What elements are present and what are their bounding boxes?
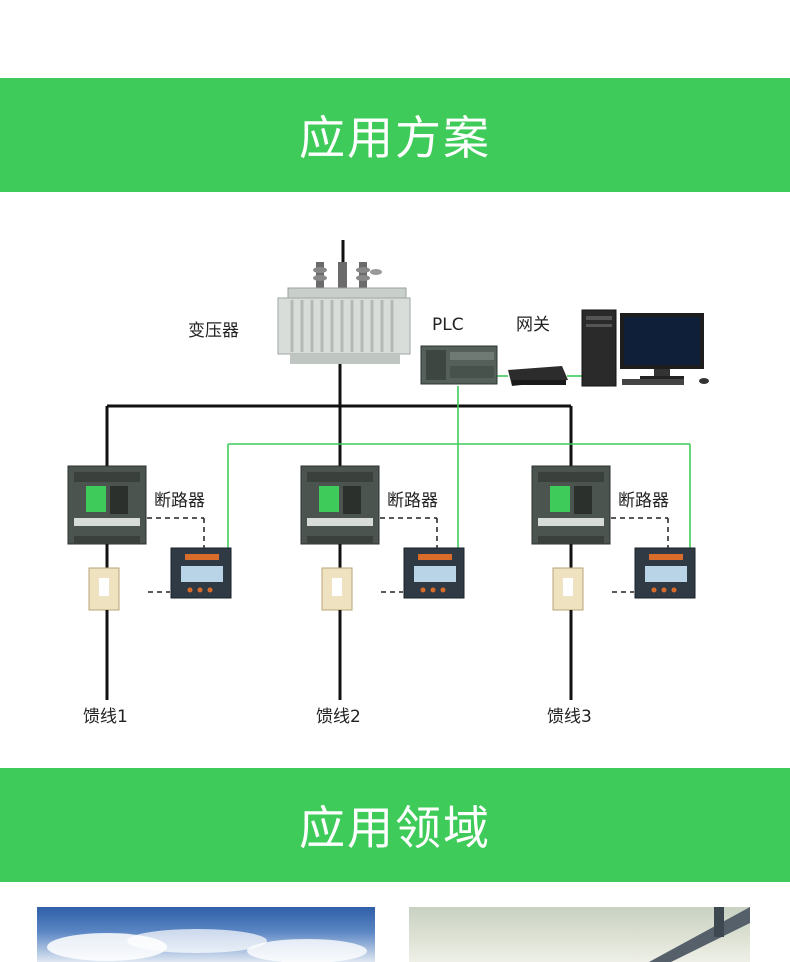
feeder-label: 馈线3	[547, 707, 592, 727]
breaker-unit-2: 断路器 馈线2	[300, 465, 465, 727]
power-meter-icon	[634, 547, 696, 599]
breaker-icon	[67, 465, 147, 545]
pipe-decoration	[649, 907, 750, 962]
power-distribution-diagram: 变压器 PLC 网关	[67, 240, 709, 727]
transformer-label: 变压器	[188, 321, 239, 341]
power-meter-icon	[403, 547, 465, 599]
power-meter-icon	[170, 547, 232, 599]
current-transformer-icon	[88, 567, 120, 611]
cloud-decoration	[47, 929, 367, 962]
field-title: 应用领域	[299, 801, 491, 855]
breaker-unit-3: 断路器 馈线3	[531, 465, 696, 727]
solution-title: 应用方案	[299, 111, 491, 165]
application-photo-industrial	[409, 907, 750, 962]
breaker-label: 断路器	[154, 491, 205, 511]
breaker-label: 断路器	[618, 491, 669, 511]
breaker-icon	[300, 465, 380, 545]
application-photo-sky	[37, 907, 375, 962]
breaker-icon	[531, 465, 611, 545]
plc-label: PLC	[432, 315, 464, 335]
gateway-label: 网关	[516, 315, 550, 335]
plc-icon	[420, 345, 498, 385]
breaker-unit-1: 断路器 馈线1	[67, 465, 232, 727]
feeder-label: 馈线1	[83, 707, 128, 727]
current-transformer-icon	[321, 567, 353, 611]
computer-icon	[581, 309, 709, 387]
gateway-icon	[508, 366, 568, 386]
feeder-label: 馈线2	[316, 707, 361, 727]
transformer-icon	[277, 262, 411, 364]
breaker-label: 断路器	[387, 491, 438, 511]
current-transformer-icon	[552, 567, 584, 611]
solution-section-header: 应用方案	[0, 78, 790, 192]
field-section-header: 应用领域	[0, 768, 790, 882]
